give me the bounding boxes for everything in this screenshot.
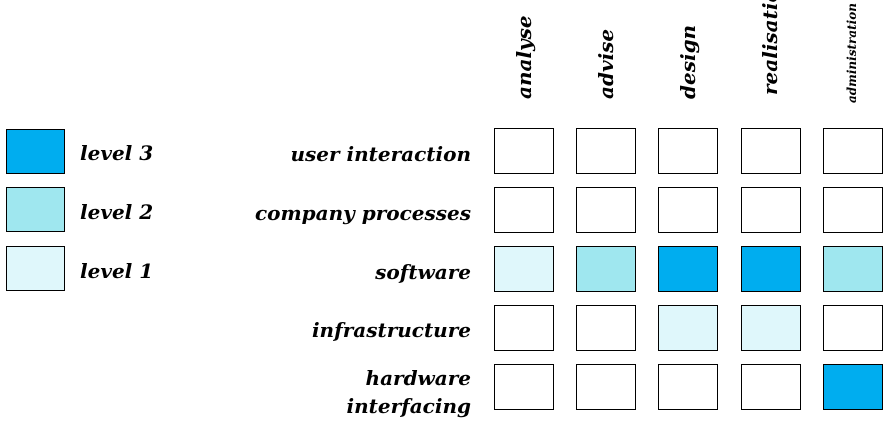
grid-cell bbox=[741, 128, 801, 174]
grid-cell bbox=[741, 364, 801, 410]
legend-label-level-1: level 1 bbox=[80, 259, 154, 283]
grid-cell bbox=[741, 305, 801, 351]
grid-cell bbox=[494, 187, 554, 233]
grid-cell bbox=[494, 246, 554, 292]
row-label-hardware-interfacing: hardware interfacing bbox=[346, 366, 471, 418]
column-header-design: design bbox=[676, 24, 700, 99]
column-header-administration: administration bbox=[845, 3, 859, 103]
grid-cell bbox=[576, 187, 636, 233]
column-header-advise: advise bbox=[594, 28, 618, 99]
column-header-analyse: analyse bbox=[512, 15, 536, 99]
grid-cell bbox=[658, 364, 718, 410]
legend-label-level-2: level 2 bbox=[80, 200, 154, 224]
grid-cell bbox=[658, 128, 718, 174]
grid-cell bbox=[576, 364, 636, 410]
grid-cell bbox=[823, 187, 883, 233]
grid-cell bbox=[658, 187, 718, 233]
grid-cell bbox=[823, 246, 883, 292]
row-label-user-interaction: user interaction bbox=[290, 142, 471, 166]
grid-cell bbox=[741, 246, 801, 292]
legend-swatch-level-3 bbox=[6, 129, 65, 174]
row-label-software: software bbox=[375, 260, 471, 284]
row-label-company-processes: company processes bbox=[254, 201, 471, 225]
grid-cell bbox=[823, 364, 883, 410]
grid-cell bbox=[658, 305, 718, 351]
grid-cell bbox=[576, 128, 636, 174]
legend-label-level-3: level 3 bbox=[80, 141, 154, 165]
grid-cell bbox=[494, 305, 554, 351]
grid-cell bbox=[494, 364, 554, 410]
grid-cell bbox=[576, 305, 636, 351]
grid-cell bbox=[823, 305, 883, 351]
legend-swatch-level-1 bbox=[6, 246, 65, 291]
grid-cell bbox=[576, 246, 636, 292]
grid-cell bbox=[741, 187, 801, 233]
legend-swatch-level-2 bbox=[6, 187, 65, 232]
grid-cell bbox=[494, 128, 554, 174]
grid-cell bbox=[658, 246, 718, 292]
grid-cell bbox=[823, 128, 883, 174]
row-label-infrastructure: infrastructure bbox=[311, 318, 471, 342]
column-header-realisation: realisation bbox=[758, 0, 782, 95]
